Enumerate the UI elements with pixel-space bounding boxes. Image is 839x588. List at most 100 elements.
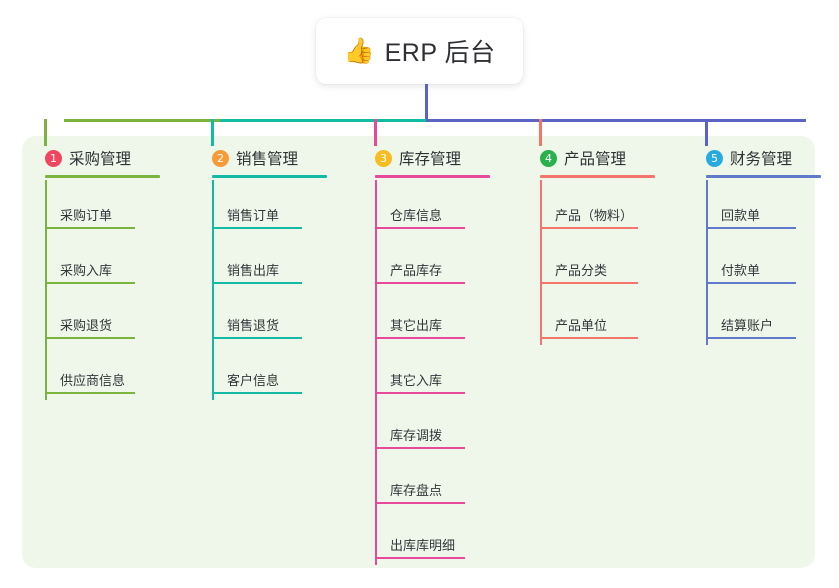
- connector-bus-segment-1: [64, 119, 220, 122]
- leaf-node-label: 采购退货: [60, 318, 113, 333]
- leaf-node-rule: [540, 227, 638, 229]
- leaf-node[interactable]: 采购退货: [32, 290, 135, 345]
- column-items-1: 采购订单采购入库采购退货供应商信息: [32, 180, 135, 400]
- column-header-rule-4: [540, 175, 655, 178]
- diagram-panel: [22, 136, 815, 568]
- leaf-node-label: 付款单: [721, 263, 761, 278]
- leaf-node[interactable]: 产品（物料）: [527, 180, 638, 235]
- leaf-node-label: 客户信息: [227, 373, 280, 388]
- column-title-3: 库存管理: [399, 151, 462, 168]
- column-4: 4 产品管理产品（物料） 产品分类产品单位: [527, 145, 655, 345]
- leaf-node-rule: [375, 447, 465, 449]
- leaf-node[interactable]: 产品分类: [527, 235, 638, 290]
- leaf-node-label: 采购订单: [60, 208, 113, 223]
- leaf-node-label: 销售退货: [227, 318, 280, 333]
- leaf-node[interactable]: 其它出库: [362, 290, 465, 345]
- leaf-node-label: 供应商信息: [60, 373, 126, 388]
- column-rail-2: [212, 180, 214, 400]
- connector-drop-4: [539, 119, 542, 146]
- leaf-node[interactable]: 库存盘点: [362, 455, 465, 510]
- leaf-node-label: 产品单位: [555, 318, 608, 333]
- leaf-node[interactable]: 供应商信息: [32, 345, 135, 400]
- leaf-node-rule: [540, 337, 638, 339]
- root-node-erp-backend[interactable]: 👍 ERP 后台: [316, 18, 523, 84]
- connector-drop-5: [705, 119, 708, 146]
- leaf-node[interactable]: 客户信息: [199, 345, 302, 400]
- column-header-rule-3: [375, 175, 490, 178]
- column-items-4: 产品（物料） 产品分类产品单位: [527, 180, 638, 345]
- leaf-node[interactable]: 结算账户: [693, 290, 796, 345]
- column-header-rule-5: [706, 175, 821, 178]
- column-items-5: 回款单付款单结算账户: [693, 180, 796, 345]
- leaf-node-rule: [212, 392, 302, 394]
- leaf-node-label: 库存盘点: [390, 483, 443, 498]
- connector-bus-segment-2: [220, 119, 426, 122]
- leaf-node[interactable]: 销售订单: [199, 180, 302, 235]
- leaf-node[interactable]: 出库库明细: [362, 510, 465, 565]
- leaf-node-label: 库存调拨: [390, 428, 443, 443]
- column-items-3: 仓库信息产品库存其它出库其它入库库存调拨库存盘点出库库明细: [362, 180, 465, 565]
- leaf-node[interactable]: 销售出库: [199, 235, 302, 290]
- leaf-node[interactable]: 销售退货: [199, 290, 302, 345]
- leaf-node-label: 产品分类: [555, 263, 608, 278]
- column-3: 3 库存管理仓库信息产品库存其它出库其它入库库存调拨库存盘点出库库明细: [362, 145, 490, 565]
- leaf-node[interactable]: 回款单: [693, 180, 796, 235]
- leaf-node-label: 产品（物料）: [555, 208, 634, 223]
- leaf-node[interactable]: 付款单: [693, 235, 796, 290]
- leaf-node-rule: [375, 502, 465, 504]
- leaf-node-label: 结算账户: [721, 318, 774, 333]
- leaf-node-rule: [375, 337, 465, 339]
- column-header-1[interactable]: 1 采购管理: [32, 145, 160, 178]
- leaf-node-label: 其它出库: [390, 318, 443, 333]
- column-rail-3: [375, 180, 377, 565]
- leaf-node[interactable]: 采购入库: [32, 235, 135, 290]
- leaf-node-rule: [375, 227, 465, 229]
- leaf-node-rule: [540, 282, 638, 284]
- leaf-node[interactable]: 产品单位: [527, 290, 638, 345]
- column-1: 1 采购管理采购订单采购入库采购退货供应商信息: [32, 145, 160, 400]
- root-node-label: ERP 后台: [384, 39, 496, 67]
- leaf-node[interactable]: 采购订单: [32, 180, 135, 235]
- column-title-2: 销售管理: [236, 151, 299, 168]
- connector-drop-3: [374, 119, 377, 146]
- column-badge-1: 1: [45, 149, 62, 167]
- column-badge-5: 5: [706, 149, 723, 167]
- leaf-node[interactable]: 仓库信息: [362, 180, 465, 235]
- column-title-4: 产品管理: [564, 151, 627, 168]
- column-rail-4: [540, 180, 542, 345]
- column-header-4[interactable]: 4 产品管理: [527, 145, 655, 178]
- column-rail-1: [45, 180, 47, 400]
- column-header-rule-2: [212, 175, 327, 178]
- leaf-node[interactable]: 其它入库: [362, 345, 465, 400]
- column-title-5: 财务管理: [730, 151, 793, 168]
- leaf-node-rule: [212, 227, 302, 229]
- leaf-node-rule: [706, 282, 796, 284]
- column-rail-5: [706, 180, 708, 345]
- leaf-node-rule: [45, 337, 135, 339]
- column-header-3[interactable]: 3 库存管理: [362, 145, 490, 178]
- leaf-node-rule: [45, 282, 135, 284]
- column-5: 5 财务管理回款单付款单结算账户: [693, 145, 821, 345]
- leaf-node-rule: [45, 392, 135, 394]
- leaf-node-rule: [375, 282, 465, 284]
- thumbs-up-icon: 👍: [343, 36, 375, 65]
- column-badge-4: 4: [540, 149, 557, 167]
- leaf-node[interactable]: 产品库存: [362, 235, 465, 290]
- column-header-rule-1: [45, 175, 160, 178]
- leaf-node-label: 采购入库: [60, 263, 113, 278]
- leaf-node-rule: [212, 282, 302, 284]
- connector-bus-segment-3: [426, 119, 806, 122]
- connector-drop-2: [211, 119, 214, 146]
- leaf-node-rule: [375, 557, 465, 559]
- column-badge-3: 3: [375, 149, 392, 167]
- column-title-1: 采购管理: [69, 151, 132, 168]
- leaf-node[interactable]: 库存调拨: [362, 400, 465, 455]
- leaf-node-label: 仓库信息: [390, 208, 443, 223]
- leaf-node-label: 销售订单: [227, 208, 280, 223]
- leaf-node-label: 其它入库: [390, 373, 443, 388]
- column-header-5[interactable]: 5 财务管理: [693, 145, 821, 178]
- leaf-node-rule: [375, 392, 465, 394]
- leaf-node-label: 回款单: [721, 208, 761, 223]
